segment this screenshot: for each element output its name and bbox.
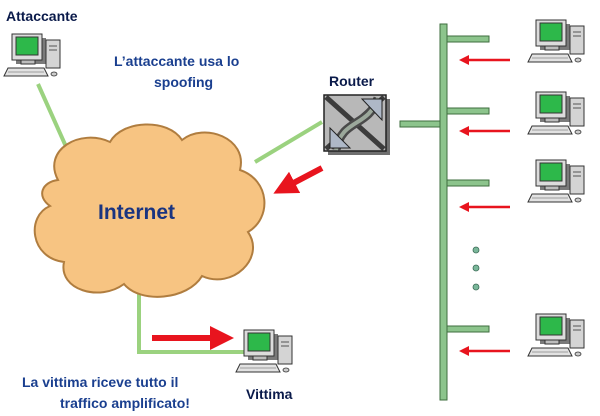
attacker-label: Attaccante <box>6 8 78 24</box>
victim-label: Vittima <box>246 386 293 402</box>
network-bus <box>439 23 448 401</box>
amplified-arrow-router <box>273 165 324 194</box>
ellipsis-dot <box>472 264 480 272</box>
cloud-icon <box>33 123 266 298</box>
victim-computer-icon <box>235 329 293 373</box>
ellipsis-dot <box>472 283 480 291</box>
attacker-computer-icon <box>3 33 61 77</box>
bus-branch <box>446 35 490 43</box>
victim-note-line2: traffico amplificato! <box>60 395 190 411</box>
router-bus-link <box>399 120 443 128</box>
ellipsis-dot <box>472 246 480 254</box>
router-label: Router <box>329 73 375 89</box>
bus-branch <box>446 179 490 187</box>
spoofing-label-line1: L’attaccante usa lo <box>114 53 240 69</box>
host-computer-icon <box>527 19 585 63</box>
host-computer-icon <box>527 313 585 357</box>
router-link <box>253 120 324 164</box>
host-computer-icon <box>527 159 585 203</box>
internet-label: Internet <box>98 201 176 224</box>
bus-branch <box>446 325 490 333</box>
bus-branch <box>446 107 490 115</box>
host-computer-icon <box>527 91 585 135</box>
victim-note-line1: La vittima riceve tutto il <box>22 374 179 390</box>
victim-link <box>137 292 244 354</box>
router-icon <box>323 94 390 155</box>
spoofing-label-line2: spoofing <box>154 74 214 90</box>
